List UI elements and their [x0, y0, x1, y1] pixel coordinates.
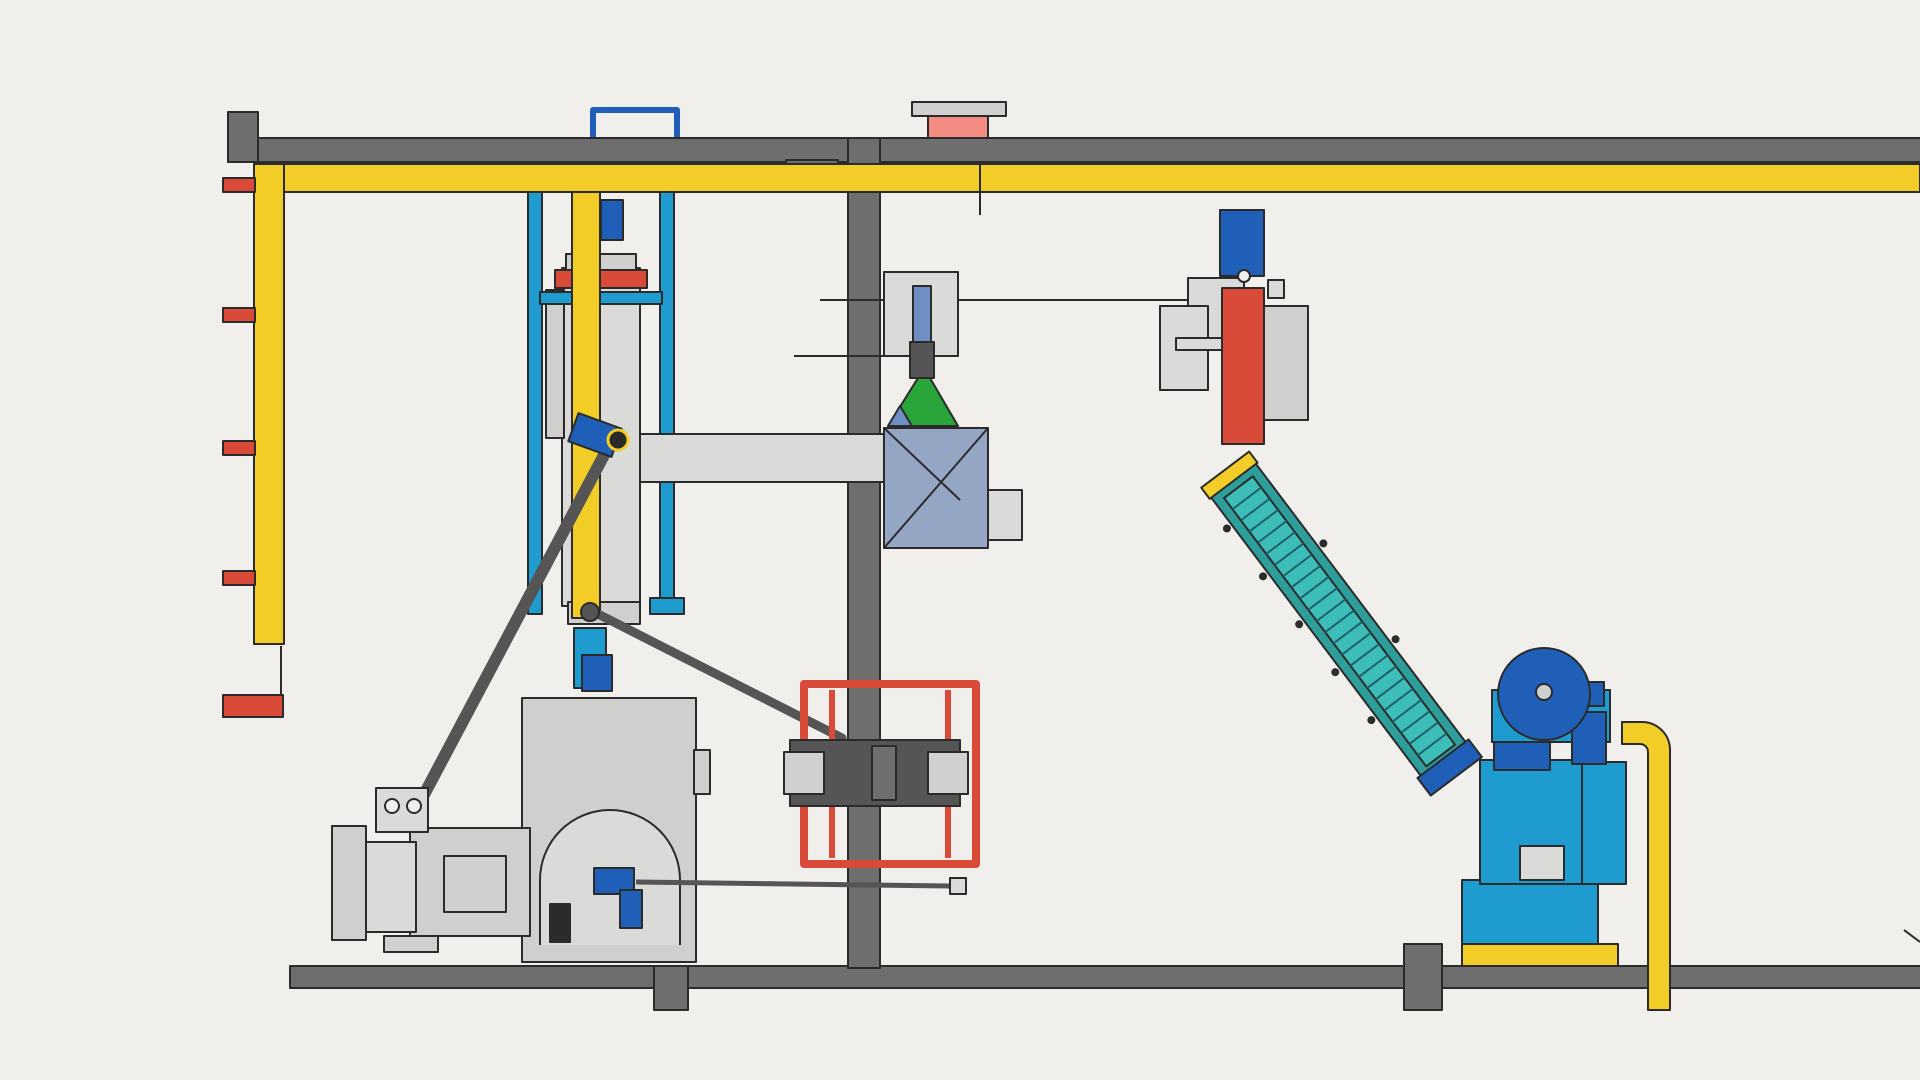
actuator-bolt	[1237, 269, 1251, 283]
right-edge-stub	[1903, 929, 1920, 943]
valve-spring	[909, 341, 935, 379]
wall-bracket-1	[222, 177, 256, 193]
guide-rod-foot	[649, 597, 685, 615]
shaft-lower-cap	[581, 654, 613, 692]
bottom-beam	[289, 965, 1920, 989]
conveyor-flights	[1231, 486, 1448, 756]
pump-plinth	[1461, 943, 1619, 967]
conveyor-bottom-cap	[1416, 738, 1483, 797]
indicator-cap	[911, 101, 1007, 117]
valve-stem	[912, 285, 932, 345]
actuator-right-tab	[1267, 279, 1285, 299]
valve-housing	[794, 271, 1200, 549]
wall-bracket-4	[222, 570, 256, 586]
yellow-pipe	[253, 163, 1920, 645]
blue-drive-pump	[1461, 647, 1671, 1011]
guide-rod-right	[659, 191, 675, 605]
gearbox-motor-unit	[331, 697, 967, 963]
lower-pivot	[580, 602, 600, 622]
red-cage-mount	[783, 680, 980, 868]
wall-bracket-base	[222, 694, 284, 718]
top-beam	[227, 137, 1920, 163]
valve-side-port	[987, 489, 1023, 541]
drive-rod-end	[949, 877, 967, 895]
conveyor-top-cap	[1200, 450, 1259, 500]
shaft-top-cap	[600, 199, 624, 241]
floor-foot-right	[1403, 943, 1443, 1011]
actuator-body	[1221, 287, 1265, 445]
drive-rod	[635, 879, 951, 889]
main-frame	[227, 111, 1920, 1011]
pump-window	[1519, 845, 1565, 881]
conveyor-studs	[1222, 524, 1400, 725]
cage-clamp-right	[927, 751, 969, 795]
gearbox-side-tab	[693, 749, 711, 795]
cage-clamp-left	[783, 751, 825, 795]
inclined-screw-conveyor	[1200, 450, 1483, 797]
top-handle	[590, 107, 680, 137]
wall-bracket-3	[222, 440, 256, 456]
valve-funnel-left	[887, 405, 913, 427]
pipe-horizontal	[255, 163, 1920, 193]
gearbox-spring	[549, 903, 571, 943]
motor-bolt-1	[384, 798, 400, 814]
cage-clamp-center	[871, 745, 897, 801]
top-left-post	[227, 111, 259, 163]
center-column	[847, 137, 881, 969]
cylinder-left-rib	[545, 289, 565, 439]
connecting-arm	[639, 433, 913, 483]
valve-box-diagonal	[883, 427, 989, 549]
motor-bolt-2	[406, 798, 422, 814]
overhead-actuator	[1159, 209, 1309, 445]
center-shaft	[571, 191, 601, 619]
upper-pivot	[606, 428, 630, 452]
wall-brackets	[222, 177, 284, 718]
pipe-vertical-left	[253, 163, 285, 645]
floor-foot-left	[653, 965, 689, 1011]
guide-rod-left	[527, 191, 543, 615]
wall-bracket-2	[222, 307, 256, 323]
gear-joint-drop	[619, 889, 643, 929]
motor-window	[443, 855, 507, 913]
return-pipe	[1621, 721, 1671, 1011]
motor-end-cap	[331, 825, 367, 941]
pump-side-panel	[1581, 761, 1627, 885]
motor-foot	[383, 935, 439, 953]
actuator-top-cap	[1219, 209, 1265, 277]
indicator-lamp	[927, 115, 989, 139]
pump-base	[1461, 879, 1599, 947]
pump-motor-hub	[1535, 683, 1553, 701]
link-arm-long	[412, 434, 618, 812]
